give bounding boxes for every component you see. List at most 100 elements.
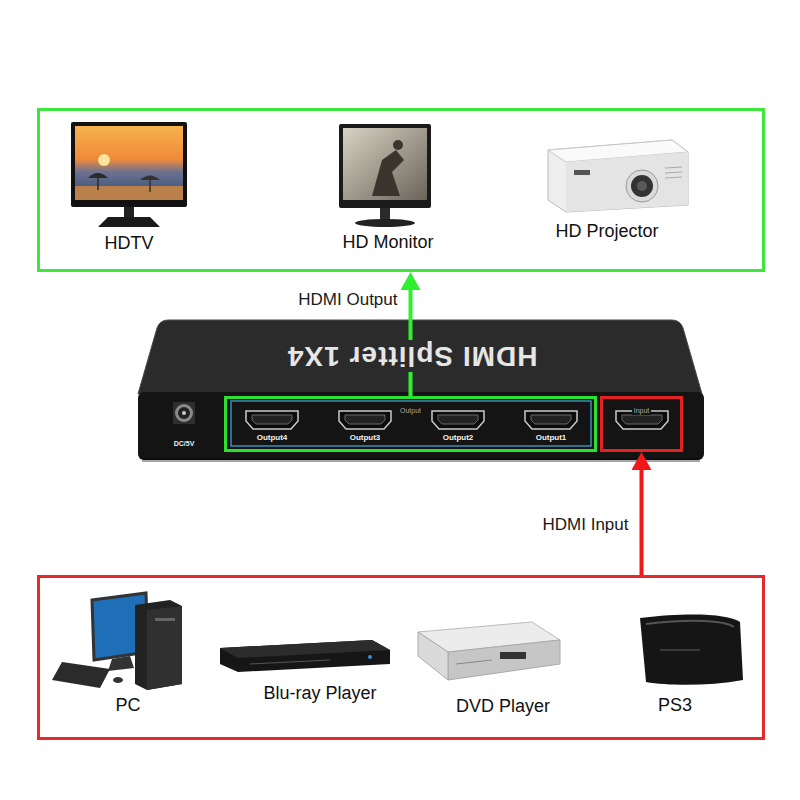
hdtv-picture-part — [75, 186, 183, 200]
splitter-body-part — [178, 407, 190, 419]
input-device-group: PC Blu-ray PlayerDVD Player PS3 — [37, 575, 765, 740]
hd-projector-picture-part — [665, 177, 682, 178]
hd-projector-picture-part — [626, 170, 658, 202]
hdmi-output-port: Output3 — [337, 410, 393, 446]
hd-projector-picture — [548, 140, 688, 212]
edge-label: HDMI Input — [540, 515, 632, 535]
hd-projector-picture-part — [665, 167, 682, 168]
signal-arrow — [640, 465, 644, 575]
device-label: DVD Player — [456, 696, 550, 716]
hd-monitor-picture-part — [372, 150, 404, 196]
dvd-player-device: DVD Player — [452, 695, 554, 717]
device-label: HDTV — [105, 233, 154, 253]
hdmi-output-port: Output4 — [244, 410, 300, 446]
ps3-picture-part — [646, 621, 734, 627]
hdmi-port-socket — [531, 415, 571, 424]
edge-label-anchor: HDMI Input — [540, 515, 632, 535]
hdmi-output-port: Output2 — [430, 410, 486, 446]
port-label: Output2 — [430, 433, 486, 443]
hdtv-picture — [71, 122, 187, 227]
device-label: Blu-ray Player — [263, 683, 376, 703]
group-heading: Output — [398, 407, 423, 415]
hd-monitor-picture — [339, 124, 431, 227]
blu-ray-picture-part — [220, 640, 390, 658]
hdmi-port-outline — [339, 411, 391, 429]
dvd-player-picture-part — [500, 652, 526, 659]
hd-projector-device: HD Projector — [551, 220, 662, 242]
blu-ray-device: Blu-ray Player — [259, 682, 380, 704]
hd-monitor-picture-part — [355, 219, 415, 227]
ps3-picture-part — [640, 615, 743, 685]
output-port-group: Output4 Output3 Output2 Output1 Output — [224, 396, 597, 452]
port-label: Output4 — [244, 433, 300, 443]
pc-picture-part — [108, 656, 134, 671]
blu-ray-picture-part — [220, 640, 390, 672]
ps3-picture-part — [660, 649, 700, 651]
pc-picture-part — [113, 677, 123, 683]
device-label: PS3 — [658, 695, 692, 715]
device-label: HD Projector — [555, 221, 658, 241]
input-port-group: Input — [600, 396, 683, 452]
port-label: Output3 — [337, 433, 393, 443]
hdtv-picture-part — [149, 178, 151, 192]
blu-ray-picture-part — [368, 655, 372, 659]
splitter-body — [138, 320, 704, 462]
blu-ray-picture — [220, 640, 390, 672]
hdtv-picture-part — [124, 207, 134, 217]
pc-device: PC — [111, 694, 144, 716]
hd-projector-picture-part — [548, 140, 688, 212]
pc-picture — [52, 593, 182, 690]
hd-monitor-picture-part — [380, 208, 390, 220]
dvd-player-picture-part — [456, 660, 492, 664]
hd-projector-picture-part — [566, 152, 688, 212]
hdtv-picture-part — [71, 122, 187, 207]
dvd-player-picture-part — [418, 632, 448, 680]
hd-projector-picture-part — [637, 181, 647, 191]
hdmi-output-port: Output1 — [523, 410, 579, 446]
output-device-group: HDTV HD Monitor HD Projector — [37, 108, 765, 272]
hdtv-picture-part — [98, 217, 160, 227]
hd-monitor-picture-part — [339, 124, 431, 208]
device-label: HD Monitor — [342, 232, 433, 252]
hdmi-port-outline — [246, 411, 298, 429]
hdmi-port-socket — [345, 415, 385, 424]
splitter-body-part — [138, 320, 702, 394]
splitter-body-part — [175, 404, 193, 422]
splitter-body-part — [182, 411, 186, 415]
hdmi-port-shape — [523, 410, 579, 430]
blu-ray-picture-part — [250, 660, 330, 664]
splitter-body-part — [622, 415, 662, 424]
product-title: HDMI Splitter 1X4 — [283, 340, 541, 372]
pc-picture-part — [52, 662, 110, 688]
hd-monitor-picture-part — [393, 140, 403, 150]
dvd-player-picture — [418, 622, 560, 680]
ps3-device: PS3 — [654, 694, 696, 716]
hdmi-port-outline — [432, 411, 484, 429]
pc-picture-part — [155, 618, 175, 621]
hdmi-port-outline — [525, 411, 577, 429]
splitter-body-part — [231, 401, 591, 446]
device-label: PC — [115, 695, 140, 715]
hdtv-device: HDTV — [101, 232, 158, 254]
hd-projector-picture-part — [665, 172, 682, 173]
dvd-player-picture-part — [448, 640, 560, 680]
hdmi-port-socket — [438, 415, 478, 424]
hdtv-picture-part — [97, 176, 99, 190]
port-label: Output1 — [523, 433, 579, 443]
pc-picture-part — [135, 600, 182, 690]
power-port-label: DC/5V — [173, 439, 196, 448]
label-anchor: DC/5V — [173, 432, 196, 450]
ps3-picture — [640, 615, 743, 685]
hdmi-splitter: Output4 Output3 Output2 Output1 Output Input H… — [138, 318, 704, 462]
hd-projector-picture-part — [631, 175, 653, 197]
pc-picture-part — [147, 606, 182, 690]
hdmi-port-socket — [252, 415, 292, 424]
edge-label: HDMI Output — [295, 290, 400, 310]
hd-monitor-picture-part — [343, 128, 427, 200]
group-heading: Input — [632, 407, 652, 415]
hdmi-port-shape — [430, 410, 486, 430]
splitter-body-part — [138, 392, 704, 460]
